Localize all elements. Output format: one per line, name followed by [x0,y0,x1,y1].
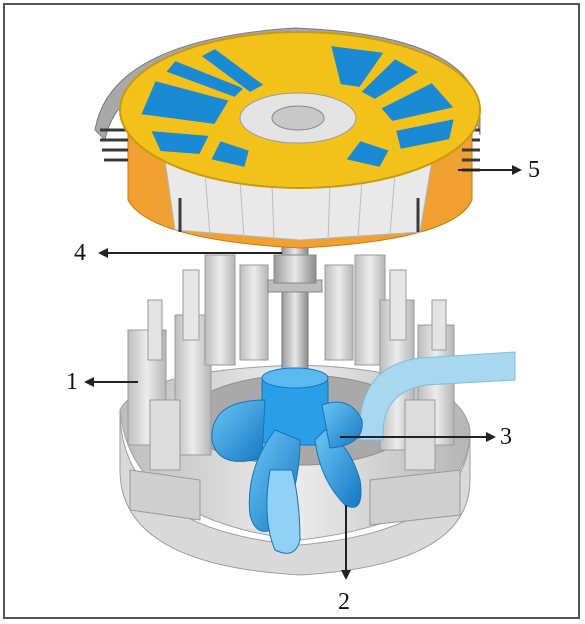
label-2: 2 [338,590,350,614]
label-4: 4 [74,241,86,265]
generator [95,28,480,248]
label-3: 3 [500,425,512,449]
label-5: 5 [528,158,540,182]
label-1: 1 [66,370,78,394]
